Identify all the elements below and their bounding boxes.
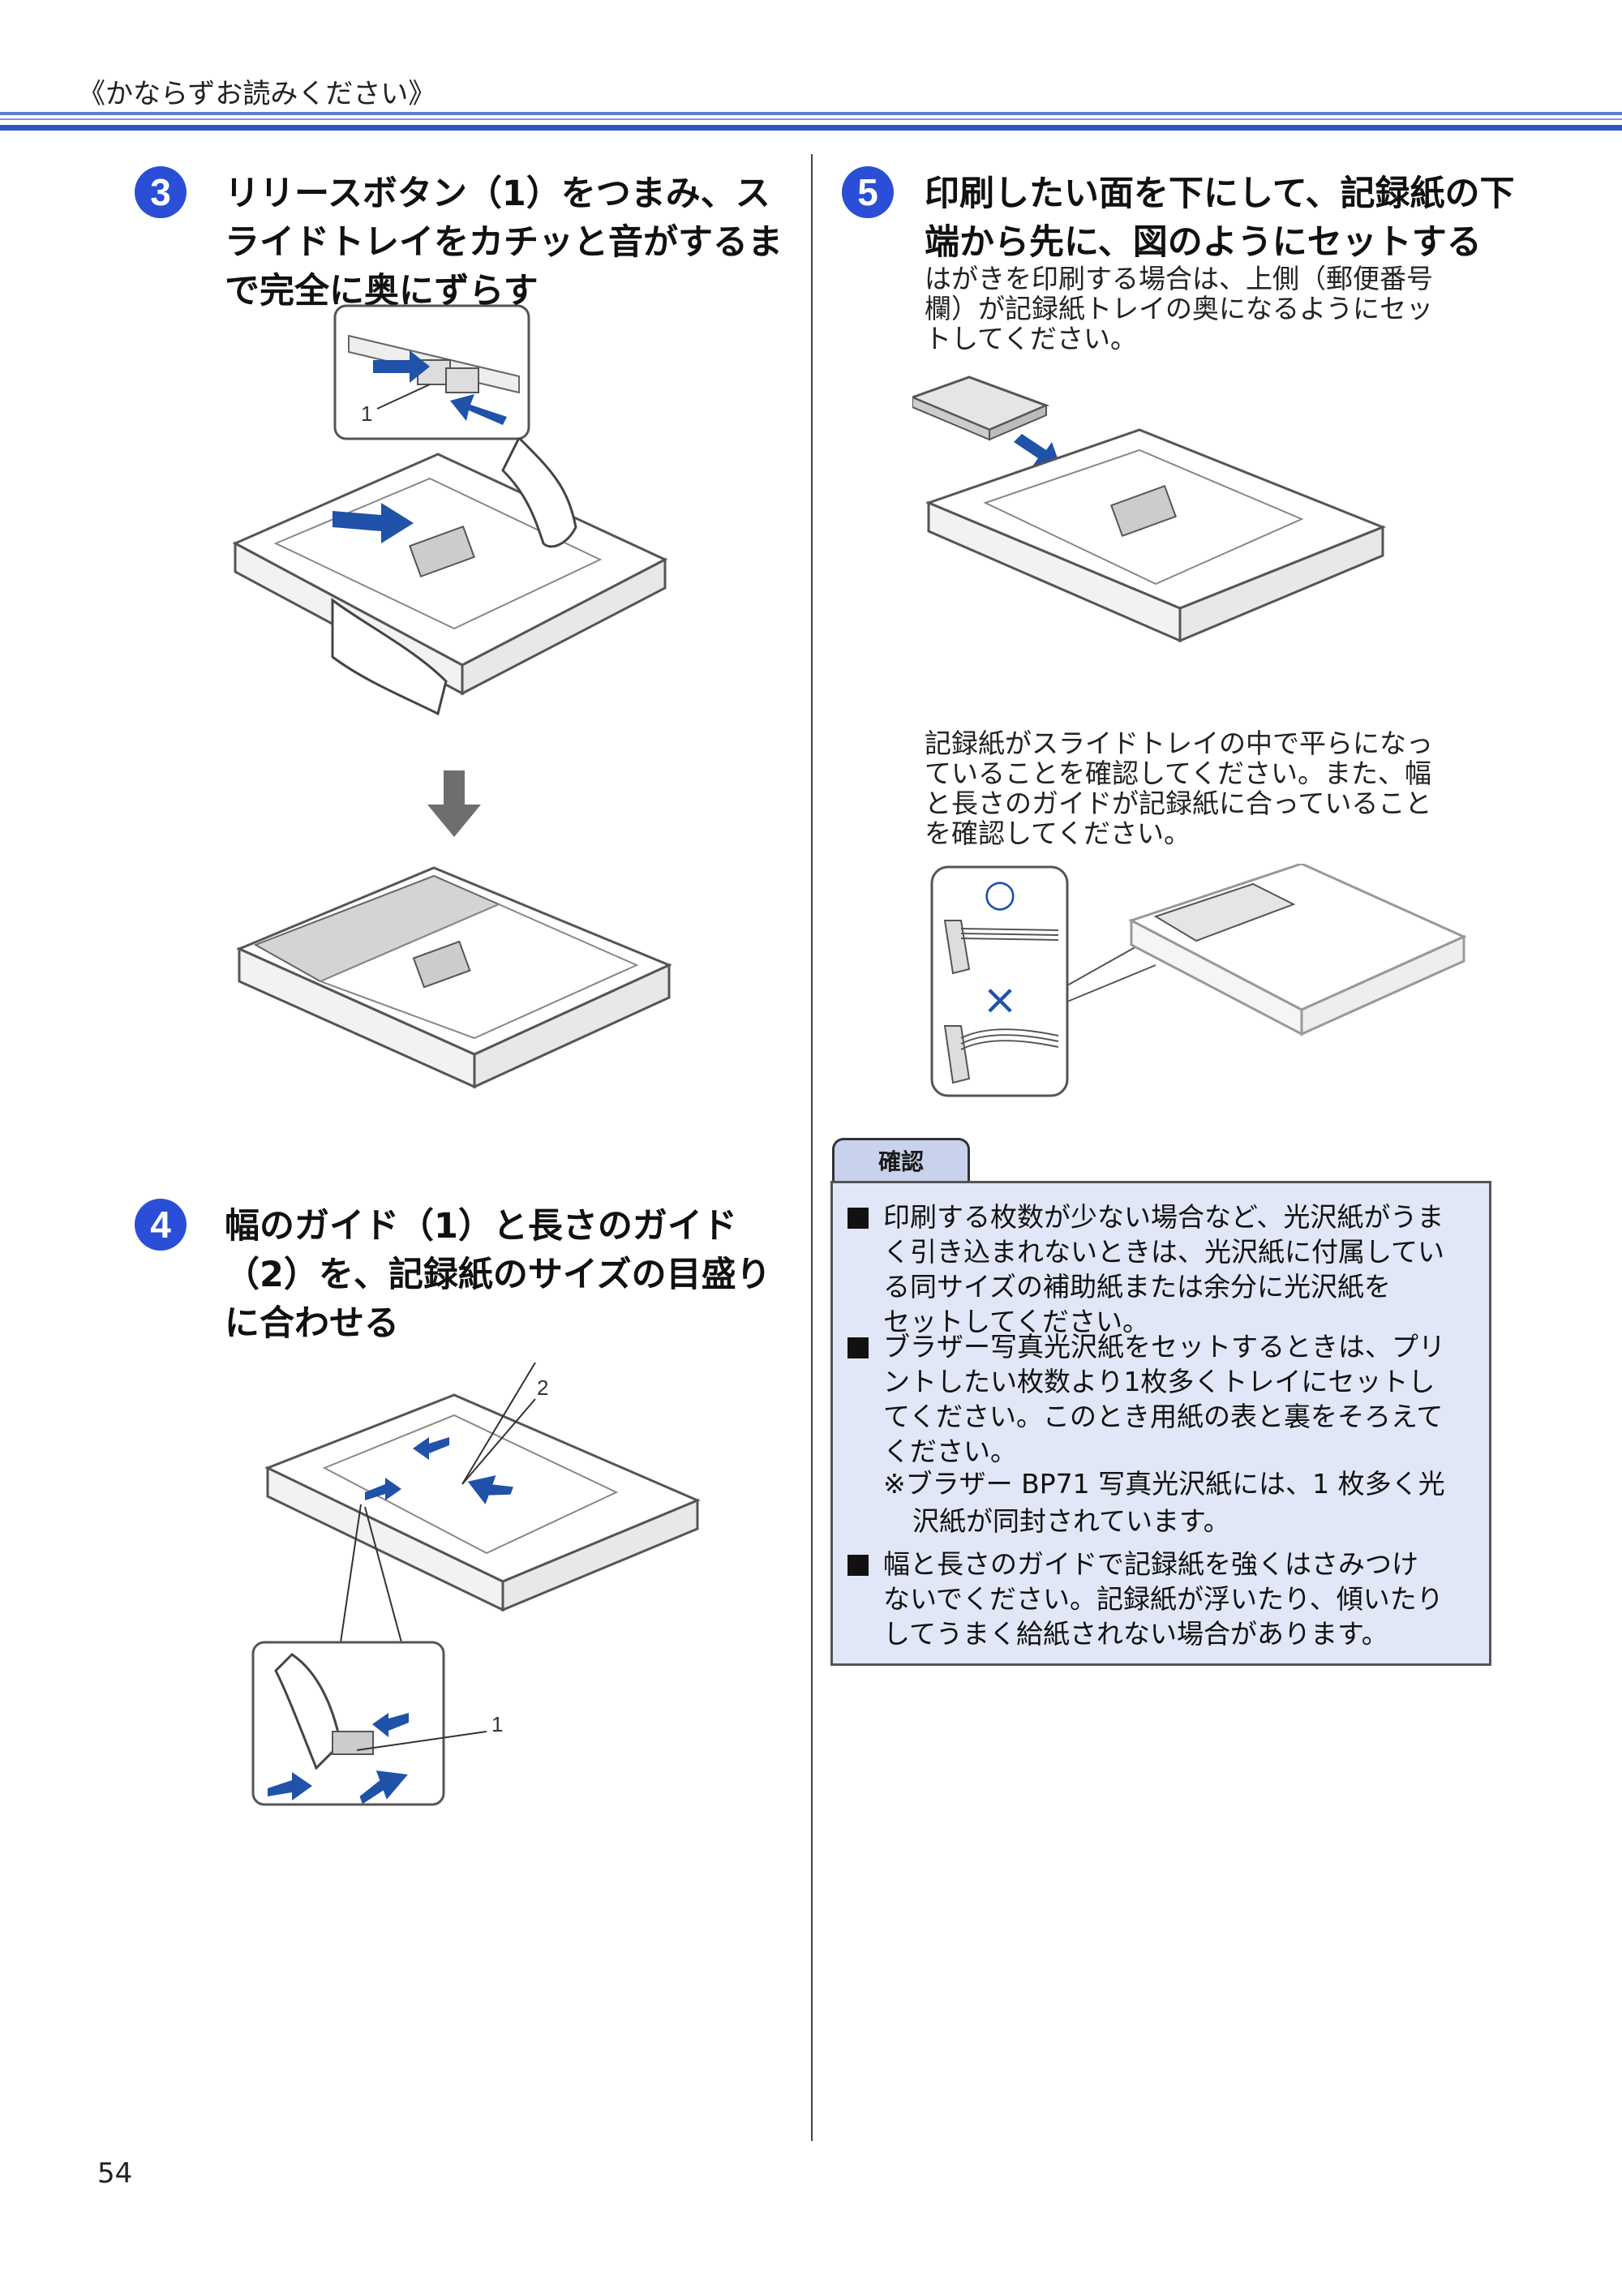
step-number-4: 4 (135, 1199, 187, 1251)
header-rule-thin (0, 118, 1622, 120)
header-rule (0, 112, 1622, 115)
check-item-1: 印刷する枚数が少ない場合など、光沢紙がうま く引き込まれないときは、光沢紙に付属… (847, 1199, 1444, 1339)
paper-guide-adjust-figure: 2 1 (251, 1363, 701, 1806)
step5-title: 印刷したい面を下にして、記録紙の下 端から先に、図のようにセットする (925, 174, 1515, 263)
header-rule-thick (0, 125, 1622, 131)
check-section-tab: 確認 (832, 1138, 970, 1182)
release-button-inset-figure: 1 (333, 304, 530, 440)
paper-flat-check-figure: ○ × (930, 864, 1467, 1097)
callout-label-1: 1 (361, 401, 372, 426)
check-item-3: 幅と長さのガイドで記録紙を強くはさみつけ ないでください。記録紙が浮いたり、傾い… (847, 1547, 1444, 1651)
section-header-title: 《かならずお読みください》 (78, 78, 436, 110)
slide-tray-complete-figure (236, 866, 672, 1089)
column-divider (811, 154, 813, 2141)
step-number-3: 3 (135, 166, 187, 218)
step-number-5: 5 (842, 166, 894, 218)
bullet-square-icon (847, 1337, 869, 1358)
step5-description: はがきを印刷する場合は、上側（郵便番号 欄）が記録紙トレイの奥になるようにセッ … (925, 263, 1433, 354)
bullet-square-icon (847, 1555, 869, 1576)
postcard-load-figure (912, 376, 1387, 643)
step4-title: 幅のガイド（1）と長さのガイド （2）を、記録紙のサイズの目盛り に合わせる (225, 1206, 771, 1344)
page-number: 54 (97, 2157, 133, 2190)
ok-mark-icon: ○ (984, 871, 1016, 915)
ng-mark-icon: × (982, 976, 1018, 1024)
check-item-2: ブラザー写真光沢紙をセットするときは、プリ ントしたい枚数より1枚多くトレイにセ… (847, 1329, 1445, 1469)
slide-tray-push-figure (232, 438, 668, 716)
callout-label-1b: 1 (491, 1712, 503, 1736)
check-item-2-note: ※ブラザー BP71 写真光沢紙には、1 枚多く光 沢紙が同封されています。 (883, 1468, 1445, 1537)
bullet-square-icon (847, 1208, 869, 1229)
check-section-box: 印刷する枚数が少ない場合など、光沢紙がうま く引き込まれないときは、光沢紙に付属… (830, 1181, 1491, 1666)
callout-label-2: 2 (537, 1375, 548, 1400)
step5-note: 記録紙がスライドトレイの中で平らになっ ていることを確認してください。また、幅 … (925, 727, 1433, 849)
step3-title: リリースボタン（1）をつまみ、ス ライドトレイをカチッと音がするま で完全に奥に… (225, 174, 783, 311)
down-arrow-icon (427, 770, 481, 837)
